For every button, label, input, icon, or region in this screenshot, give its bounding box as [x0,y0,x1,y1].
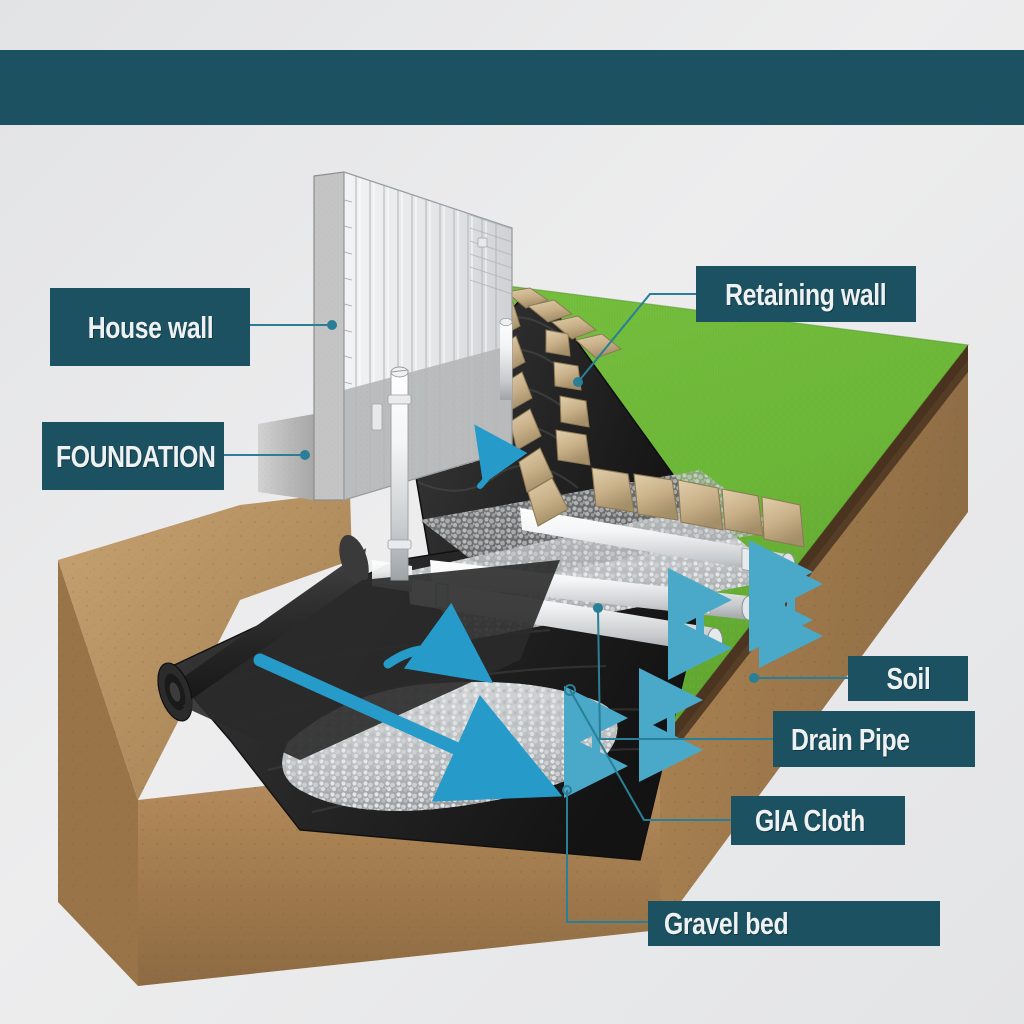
callout-drain-pipe-label: Drain Pipe [791,721,910,757]
callout-gravel-bed-label: Gravel bed [664,906,789,941]
callout-soil-label: Soil [886,661,930,696]
callout-soil[interactable]: Soil [848,656,968,701]
callout-retaining-wall[interactable]: Retaining wall [696,266,916,322]
callout-gia-cloth[interactable]: GIA Cloth [731,796,905,845]
downspout-pipe [371,237,513,581]
callout-foundation[interactable]: FOUNDATION [42,422,224,490]
callout-gravel-bed[interactable]: Gravel bed [648,901,940,946]
callout-house-wall-label: House wall [87,309,213,345]
callout-gia-cloth-label: GIA Cloth [755,803,865,838]
callout-retaining-wall-label: Retaining wall [725,276,887,312]
callout-house-wall[interactable]: House wall [50,288,250,366]
dimension-arrows [564,540,823,798]
callout-foundation-label: FOUNDATION [56,438,216,474]
water-flow-arrows [253,424,563,802]
top-banner [0,50,1024,125]
callout-drain-pipe[interactable]: Drain Pipe [773,711,975,767]
leader-lines [224,293,848,923]
banner-title [0,50,1024,125]
house-structure [258,171,513,501]
